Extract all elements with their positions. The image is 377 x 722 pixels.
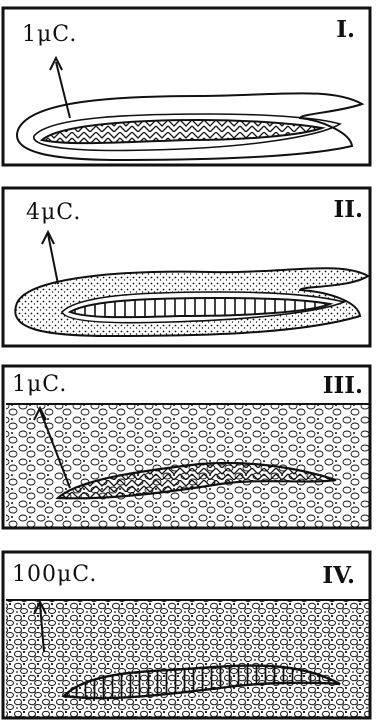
pointer-arrow <box>56 62 70 118</box>
dose-label-2: 4μC. <box>26 200 81 225</box>
tissue-background <box>6 600 370 718</box>
panel-number-2: II. <box>333 196 363 223</box>
panel-1: 1μC. I. <box>0 0 377 176</box>
panel-number-4: IV. <box>322 562 355 589</box>
panel-2: 4μC. II. <box>0 180 377 355</box>
panel-number-1: I. <box>336 16 355 43</box>
panel-4: 100μC. IV. <box>0 542 377 722</box>
dose-label-4: 100μC. <box>12 562 97 587</box>
panel-3: 1μC. III. <box>0 360 377 538</box>
dose-label-1: 1μC. <box>22 22 77 47</box>
panel-number-3: III. <box>323 372 363 399</box>
dose-label-3: 1μC. <box>12 372 67 397</box>
